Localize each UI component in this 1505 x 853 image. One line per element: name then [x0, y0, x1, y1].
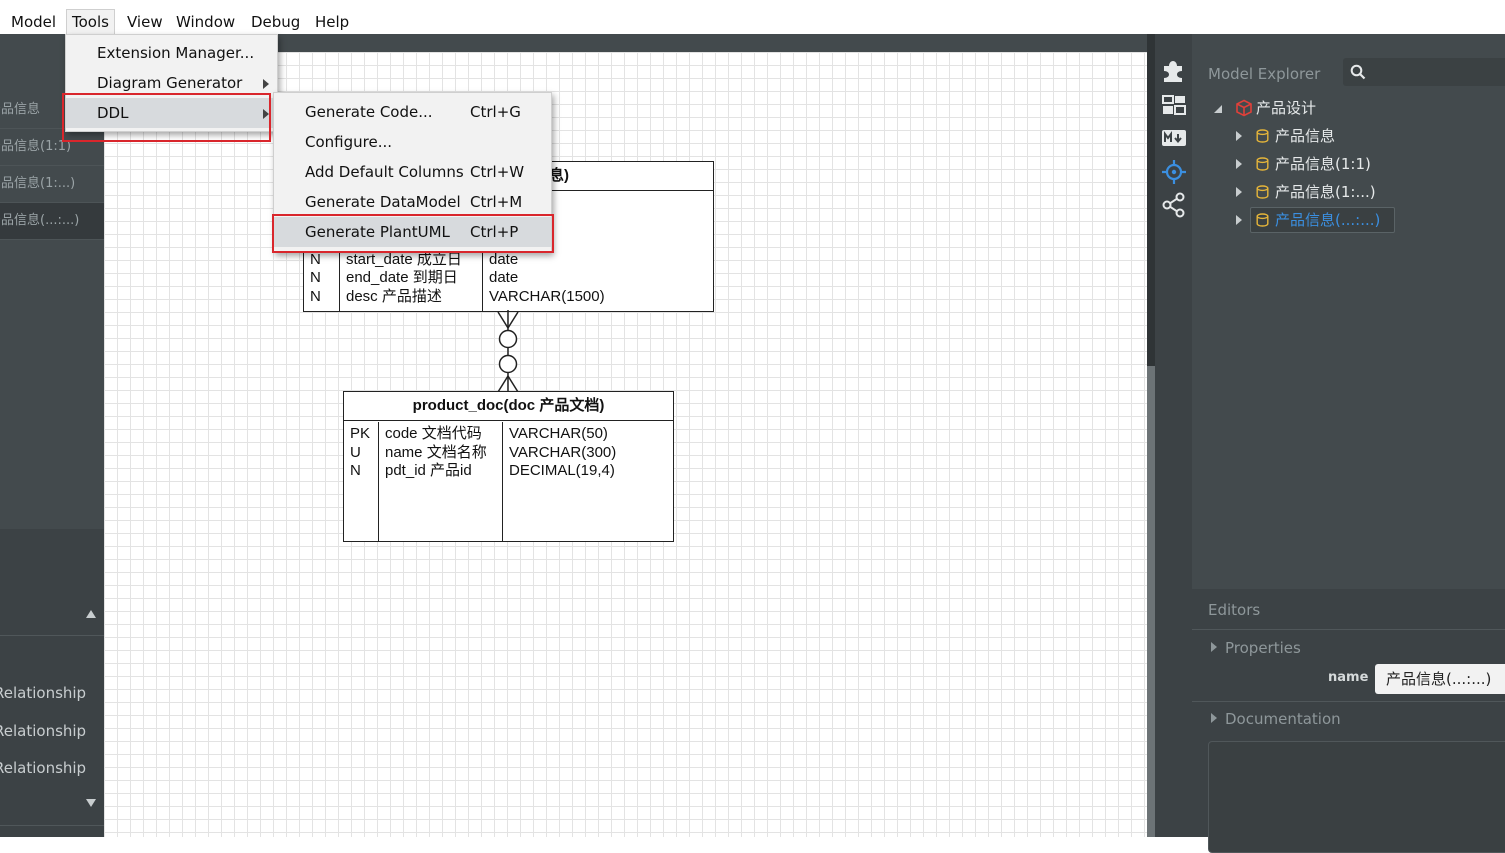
- menu-item-label: DDL: [97, 104, 129, 122]
- tree-selection-highlight: [1250, 207, 1395, 233]
- canvas-scrollbar-track[interactable]: [1147, 366, 1155, 837]
- collapsed-arrow-icon[interactable]: [1236, 131, 1242, 141]
- database-icon: [1256, 157, 1269, 171]
- explorer-search-input[interactable]: [1343, 58, 1505, 86]
- er-type-column: VARCHAR(50) VARCHAR(300) DECIMAL(19,4): [502, 422, 669, 541]
- menu-item-label: Generate DataModel: [305, 193, 461, 211]
- menu-model[interactable]: Model: [11, 13, 57, 31]
- menu-view[interactable]: View: [127, 13, 163, 31]
- documentation-textarea[interactable]: [1208, 741, 1505, 853]
- expanded-arrow-icon[interactable]: [1213, 104, 1223, 114]
- tree-item-label: 产品信息(...:...): [1275, 211, 1381, 229]
- tree-item-3[interactable]: 产品信息(1:...): [1236, 179, 1496, 205]
- er-key-column: PK U N: [350, 425, 371, 479]
- menu-item-shortcut: Ctrl+W: [470, 163, 525, 181]
- ddl-submenu: Generate Code... Ctrl+G Configure... Add…: [273, 92, 552, 253]
- editors-title: Editors: [1208, 601, 1261, 619]
- properties-section-header[interactable]: Properties: [1211, 639, 1301, 657]
- scroll-down-icon[interactable]: [86, 799, 96, 807]
- collapsed-arrow-icon[interactable]: [1236, 215, 1242, 225]
- crosshair-icon[interactable]: [1161, 159, 1187, 185]
- menu-item-generate-code[interactable]: Generate Code... Ctrl+G: [274, 97, 551, 127]
- diagram-item-4[interactable]: 产品信息(...:...): [0, 203, 104, 240]
- menu-item-label: Configure...: [305, 133, 393, 151]
- diagram-item-3[interactable]: 产品信息(1:...): [0, 166, 104, 203]
- model-cube-icon: [1236, 99, 1252, 117]
- menu-item-shortcut: Ctrl+G: [470, 103, 521, 121]
- documentation-section-header[interactable]: Documentation: [1211, 710, 1341, 728]
- tree-item-1[interactable]: 产品信息: [1236, 123, 1496, 149]
- tree-item-label: 产品信息(1:1): [1275, 155, 1371, 173]
- menu-item-shortcut: Ctrl+P: [470, 223, 519, 241]
- toolbox-panel: Relationship Relationship Relationship: [0, 529, 104, 837]
- er-table-title: product_doc(doc 产品文档): [344, 392, 673, 421]
- model-explorer-panel: [1192, 34, 1505, 589]
- menu-item-add-default-columns[interactable]: Add Default Columns Ctrl+W: [274, 157, 551, 187]
- toolbox-item-2[interactable]: Relationship: [0, 722, 87, 740]
- er-table-product-doc[interactable]: product_doc(doc 产品文档) PK U N code 文档代码 n…: [343, 391, 674, 542]
- tree-item-label: 产品信息: [1275, 127, 1336, 145]
- menu-item-label: Generate PlantUML: [305, 223, 450, 241]
- menu-window[interactable]: Window: [176, 13, 236, 31]
- diagram-item-2[interactable]: 产品信息(1:1): [0, 129, 104, 166]
- documentation-label: Documentation: [1225, 710, 1341, 728]
- menu-tools[interactable]: Tools: [66, 9, 115, 34]
- collapsed-arrow-icon[interactable]: [1236, 159, 1242, 169]
- markdown-icon[interactable]: [1161, 125, 1187, 151]
- menu-item-generate-datamodel[interactable]: Generate DataModel Ctrl+M: [274, 187, 551, 217]
- relationship-connector[interactable]: [490, 310, 526, 394]
- toolbox-divider: [0, 635, 104, 636]
- menu-item-label: Extension Manager...: [97, 44, 255, 62]
- toolbox-item-1[interactable]: Relationship: [0, 684, 87, 702]
- collapse-up-icon[interactable]: [86, 610, 96, 618]
- menu-help[interactable]: Help: [315, 13, 350, 31]
- menu-item-configure[interactable]: Configure...: [274, 127, 551, 157]
- menu-item-shortcut: Ctrl+M: [470, 193, 523, 211]
- er-key-column: N N N: [310, 250, 321, 305]
- toolbox-divider-bottom: [0, 825, 104, 826]
- menu-debug[interactable]: Debug: [251, 13, 301, 31]
- tools-menu: Extension Manager... Diagram Generator D…: [65, 34, 278, 132]
- submenu-arrow-icon: [263, 79, 269, 89]
- search-icon: [1350, 64, 1366, 80]
- menu-item-extension-manager[interactable]: Extension Manager...: [66, 38, 277, 68]
- database-icon: [1256, 185, 1269, 199]
- editors-divider: [1192, 629, 1505, 630]
- menu-item-label: Add Default Columns: [305, 163, 464, 181]
- properties-label: Properties: [1225, 639, 1301, 657]
- editors-divider: [1192, 701, 1505, 702]
- collapsed-arrow-icon[interactable]: [1236, 187, 1242, 197]
- layout-icon[interactable]: [1161, 92, 1187, 118]
- tree-item-4[interactable]: 产品信息(...:...): [1236, 207, 1496, 233]
- tree-item-label: 产品信息(1:...): [1275, 183, 1376, 201]
- right-icon-strip: [1155, 34, 1192, 837]
- database-icon: [1256, 213, 1269, 227]
- share-icon[interactable]: [1161, 192, 1187, 218]
- extension-icon[interactable]: [1161, 57, 1187, 83]
- er-name-column: code 文档代码 name 文档名称 pdt_id 产品id: [378, 422, 503, 541]
- property-name-input[interactable]: 产品信息(...:...): [1375, 664, 1505, 694]
- toolbox-item-3[interactable]: Relationship: [0, 759, 87, 777]
- menu-item-label: Generate Code...: [305, 103, 433, 121]
- model-explorer-title: Model Explorer: [1208, 65, 1321, 83]
- tree-item-2[interactable]: 产品信息(1:1): [1236, 151, 1496, 177]
- menu-item-label: Diagram Generator: [97, 74, 243, 92]
- collapsed-arrow-icon[interactable]: [1211, 713, 1217, 723]
- menu-bar: Model Tools View Window Debug Help: [0, 0, 1505, 34]
- menu-item-generate-plantuml[interactable]: Generate PlantUML Ctrl+P: [274, 217, 551, 247]
- menu-item-ddl[interactable]: DDL: [66, 98, 277, 128]
- canvas-scrollbar-thumb[interactable]: [1147, 34, 1155, 366]
- property-name-label: name: [1328, 670, 1369, 685]
- tree-root-label: 产品设计: [1256, 99, 1317, 117]
- tree-root[interactable]: 产品设计: [1213, 95, 1493, 121]
- menu-item-diagram-generator[interactable]: Diagram Generator: [66, 68, 277, 98]
- database-icon: [1256, 129, 1269, 143]
- submenu-arrow-icon: [263, 109, 269, 119]
- diagram-item-1[interactable]: 产品信息: [0, 92, 104, 129]
- collapsed-arrow-icon[interactable]: [1211, 642, 1217, 652]
